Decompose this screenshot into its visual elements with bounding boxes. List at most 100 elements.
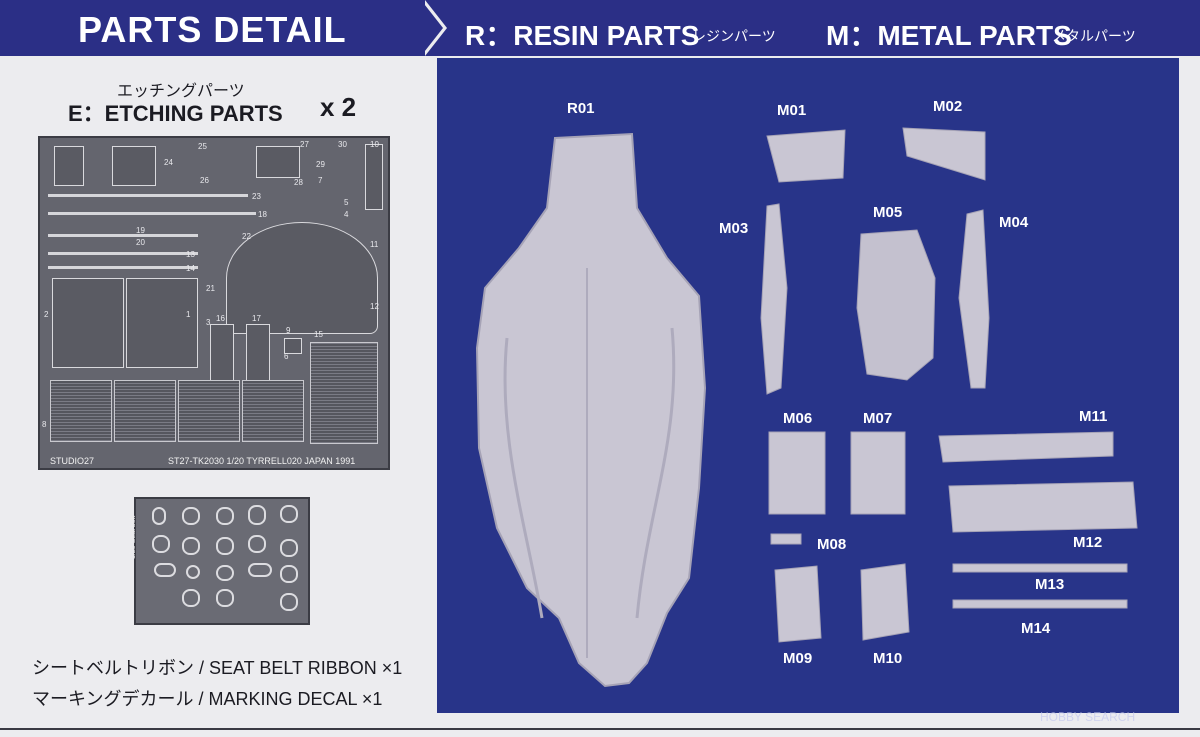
seatbelt-fret: 1/20 Seat belt	[130, 497, 310, 625]
metal-parts-label: M：METAL PARTS	[826, 20, 1072, 51]
seatbelt-buckle	[248, 563, 272, 577]
r01-rail-right	[635, 327, 676, 619]
fret-mesh-8b	[114, 380, 176, 442]
label-m03: M03	[719, 220, 749, 237]
fret-caption-left: STUDIO27	[50, 456, 95, 466]
seatbelt-buckle	[186, 565, 200, 579]
fret-part-17	[246, 324, 270, 382]
seatbelt-buckle	[216, 537, 234, 555]
seatbelt-buckle	[182, 507, 200, 525]
fret-strip-18	[48, 212, 256, 215]
metal-parts-jp: メタルパーツ	[1052, 28, 1136, 44]
fret-num: 5	[344, 198, 349, 207]
resin-parts-jp: レジンパーツ	[692, 28, 776, 44]
m05-part	[856, 229, 936, 381]
label-m04: M04	[999, 214, 1029, 231]
m09-part	[774, 565, 822, 643]
fret-belt-left	[54, 146, 84, 186]
seatbelt-buckle	[152, 507, 166, 525]
seatbelt-ribbon-label: シートベルトリボン / SEAT BELT RIBBON ×1	[32, 658, 403, 678]
fret-mesh-8a	[50, 380, 112, 442]
fret-num: 18	[258, 210, 267, 219]
fret-num: 7	[318, 176, 323, 185]
fret-num: 20	[136, 238, 145, 247]
fret-strip-19	[48, 234, 198, 237]
seatbelt-buckle	[248, 505, 266, 525]
fret-num: 3	[206, 318, 211, 327]
label-m11: M11	[1079, 408, 1108, 425]
fret-panel-left	[52, 278, 124, 368]
label-m13: M13	[1035, 576, 1065, 593]
label-r01: R01	[567, 100, 595, 117]
fret-num: 15	[314, 330, 323, 339]
seatbelt-buckle	[182, 537, 200, 555]
seatbelt-buckle	[248, 535, 266, 553]
label-m08: M08	[817, 536, 847, 553]
m02-part	[902, 127, 986, 181]
fret-strip-23	[48, 194, 248, 197]
fret-num: 9	[286, 326, 291, 335]
page-title: PARTS DETAIL	[78, 9, 347, 50]
fret-num: 27	[300, 140, 309, 149]
m08-part	[770, 533, 802, 545]
seatbelt-buckle	[216, 565, 234, 581]
fret-num: 13	[186, 250, 195, 259]
seatbelt-buckle	[216, 507, 234, 525]
fret-num: 19	[136, 226, 145, 235]
fret-num: 4	[344, 210, 349, 219]
fret-num: 12	[370, 302, 379, 311]
fret-num: 23	[252, 192, 261, 201]
m04-part	[958, 209, 990, 389]
seatbelt-fret-caption: 1/20 Seat belt	[130, 515, 137, 559]
parts-photo-shapes	[475, 127, 1138, 688]
seatbelt-buckle	[280, 539, 298, 557]
etching-fret: STUDIO27 ST27-TK2030 1/20 TYRRELL020 JAP…	[38, 136, 390, 470]
fret-num: 25	[198, 142, 207, 151]
fret-num: 11	[370, 240, 379, 249]
fret-caption-right: ST27-TK2030 1/20 TYRRELL020 JAPAN 1991	[168, 456, 356, 466]
fret-num: 26	[200, 176, 209, 185]
label-m01: M01	[777, 102, 807, 119]
fret-num: 17	[252, 314, 261, 323]
fret-num: 2	[44, 310, 49, 319]
watermark-logo: HOBBY SEARCH	[1040, 710, 1136, 724]
seatbelt-buckle	[280, 505, 298, 523]
m01-part	[766, 129, 846, 183]
fret-floor-panel	[226, 222, 378, 334]
label-m10: M10	[873, 650, 903, 667]
fret-strip-13	[48, 252, 198, 255]
fret-part-9	[284, 338, 302, 354]
resin-parts-label: R：RESIN PARTS	[465, 20, 700, 51]
etching-parts-title: E：ETCHING PARTS	[68, 101, 283, 126]
seatbelt-buckle	[280, 593, 298, 611]
fret-num: 22	[242, 232, 251, 241]
fret-num: 21	[206, 284, 215, 293]
r01-rail-left	[503, 337, 544, 619]
label-m02: M02	[933, 98, 963, 115]
label-m07: M07	[863, 410, 893, 427]
fret-num: 14	[186, 264, 195, 273]
label-m14: M14	[1021, 620, 1051, 637]
fret-num: 1	[186, 310, 191, 319]
seatbelt-buckle	[216, 589, 234, 607]
m11-part	[938, 431, 1114, 463]
header-bar	[0, 0, 1200, 56]
header-divider-inner	[421, 0, 443, 56]
fret-mesh-15	[310, 342, 378, 444]
m06-part	[768, 431, 826, 515]
label-m12: M12	[1073, 534, 1103, 551]
label-m05: M05	[873, 204, 903, 221]
m07-part	[850, 431, 906, 515]
fret-num: 30	[338, 140, 347, 149]
fret-panel-right	[126, 278, 198, 368]
seatbelt-buckle	[280, 565, 298, 583]
fret-num: 6	[284, 352, 289, 361]
fret-belt-mid	[112, 146, 156, 186]
m13-part	[952, 563, 1128, 573]
fret-num: 16	[216, 314, 225, 323]
etching-parts-jp: エッチングパーツ	[117, 83, 245, 100]
m12-part	[948, 481, 1138, 533]
parts-photo: R01 M01 M02 M03 M05 M04 M06 M07 M11 M08 …	[437, 58, 1179, 713]
fret-part-16	[210, 324, 234, 382]
seatbelt-buckle	[154, 563, 176, 577]
